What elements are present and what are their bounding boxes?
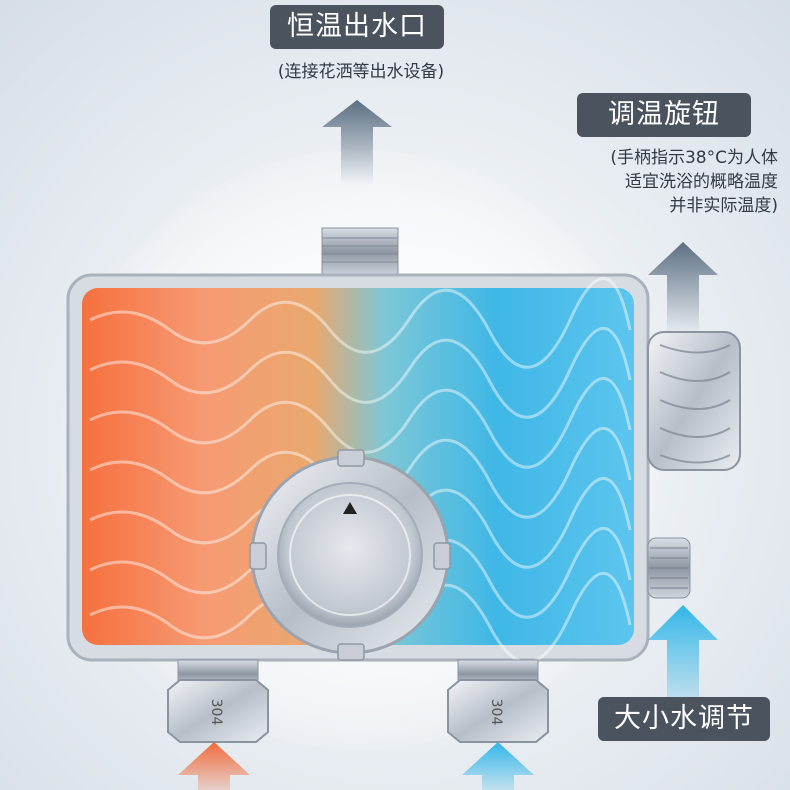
knob-arrow-icon xyxy=(648,242,718,335)
knob-note: (手柄指示38°C为人体 适宜洗浴的概略温度 并非实际温度) xyxy=(548,146,778,218)
knob-note-line: 并非实际温度) xyxy=(669,196,778,216)
knob-note-line: (手柄指示38°C为人体 xyxy=(610,148,778,168)
right-inlet-fitting xyxy=(447,659,549,743)
flow-arrow-icon xyxy=(648,605,718,700)
outlet-subtitle: (连接花洒等出水设备) xyxy=(277,62,445,82)
right-inlet-stamp: 304 xyxy=(488,699,504,726)
hot-inlet-arrow-icon xyxy=(178,742,250,790)
cold-inlet-arrow-icon xyxy=(462,742,534,790)
temperature-knob xyxy=(647,331,741,471)
left-inlet-fitting xyxy=(167,659,269,743)
outlet-arrow-icon xyxy=(322,100,392,185)
triangle-indicator-icon xyxy=(343,502,357,514)
knob-title: 调温旋钮 xyxy=(577,93,751,137)
outlet-thread xyxy=(321,227,399,277)
left-inlet-stamp: 304 xyxy=(208,699,224,726)
outlet-title: 恒温出水口 xyxy=(270,5,444,49)
center-dial-face xyxy=(277,482,423,628)
knob-note-line: 适宜洗浴的概略温度 xyxy=(625,172,778,192)
flow-title: 大小水调节 xyxy=(598,697,770,741)
